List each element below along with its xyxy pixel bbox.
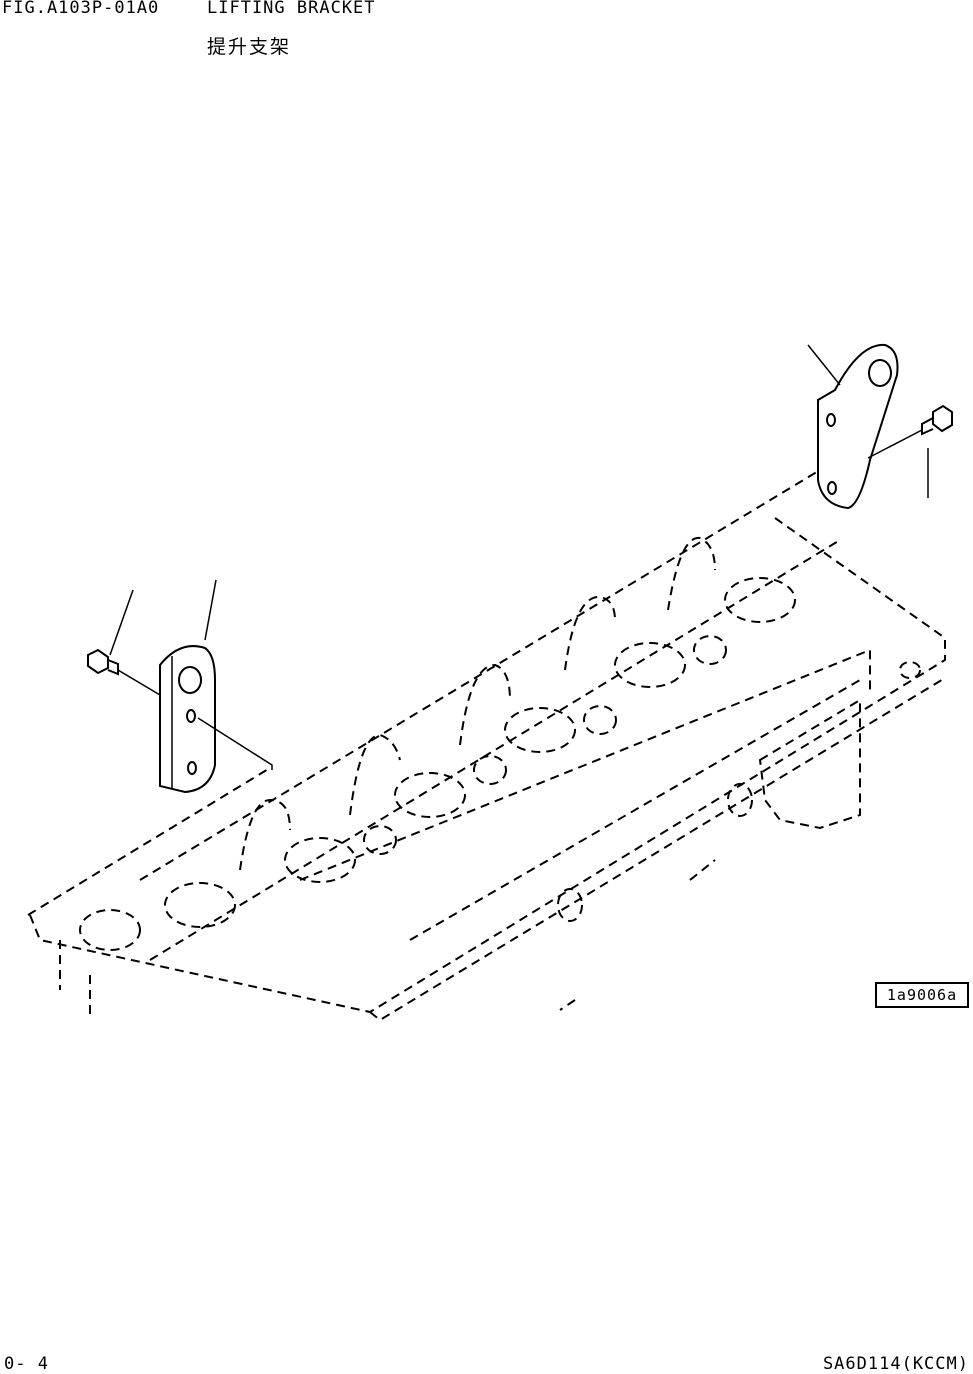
lifting-bracket-right	[817, 343, 899, 510]
leader-lines-right	[807, 344, 929, 498]
leader-lines-left	[109, 579, 217, 656]
bolt-right	[867, 404, 953, 459]
lifting-bracket-left	[159, 645, 273, 794]
figure-title: LIFTING BRACKET	[207, 0, 376, 18]
engine-model: SA6D114(KCCM)	[822, 1354, 969, 1374]
page-number: 0- 4	[4, 1354, 49, 1374]
cylinder-head-outline	[27, 469, 946, 1022]
figure-code: FIG.A103P-01A0	[2, 0, 160, 18]
figure-title-chinese: 提升支架	[207, 36, 292, 58]
bolt-left	[87, 648, 161, 696]
drawing-reference-number: 1a9006a	[875, 982, 969, 1008]
